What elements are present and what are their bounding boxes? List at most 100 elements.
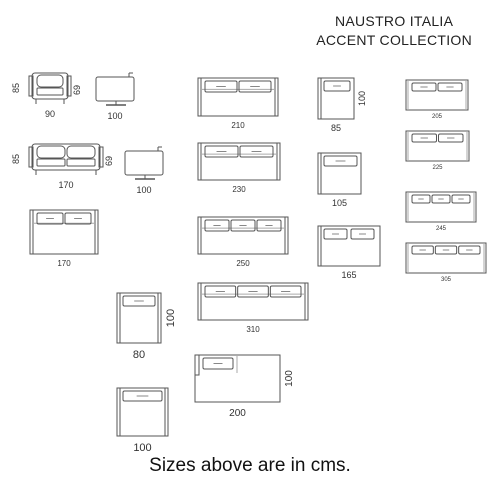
dim-height: 85 [11,154,21,164]
back-cushion [66,145,96,159]
module-top-205: 205 [405,79,469,120]
sofa-top-230: 230 [197,142,281,194]
right-arm [94,209,99,255]
cushion-outline [438,133,464,143]
module-frame [405,242,487,274]
cushion-outline [238,80,272,93]
left-arm [29,209,34,255]
dim-width: 100 [133,442,151,454]
right-arm [157,292,162,344]
brand-name: NAUSTRO ITALIA [334,13,454,29]
sofa-top-250: 250 [197,216,289,268]
cushion-outline [323,80,351,92]
module-frame [405,130,470,162]
cushion-outline [239,145,274,158]
right-arm [274,77,279,117]
right-arm [284,216,289,255]
cushion-outline [411,82,437,92]
sofa-top-170: 170 [29,209,99,268]
collection-name: ACCENT COLLECTION [316,32,472,48]
left-arm [197,282,202,321]
seat-cushion [66,158,96,167]
cushion-outline [122,295,156,307]
cushion-outline [431,194,451,204]
left-arm [317,77,322,120]
dim-width: 105 [332,198,347,208]
cushion-outline [350,228,375,240]
side-body [124,150,164,176]
module-top-225: 225 [405,130,470,171]
left-arm [28,146,34,168]
sofa-top-310: 310 [197,282,309,334]
top-frame [197,142,281,181]
cushion-outline [437,82,463,92]
dim-width: 230 [232,185,246,194]
left-arm [28,75,34,97]
top-frame [197,282,309,321]
cushion-outline [411,133,437,143]
cushion-outline [36,212,64,225]
chaise-arm [194,354,200,376]
corner-top-85: 85 100 [317,77,367,133]
dim-width: 305 [441,277,452,283]
armchair-top-80: 80 100 [116,292,177,361]
left-arm [116,292,121,344]
dim-width: 170 [58,180,73,190]
dim-width: 245 [436,226,447,232]
top-frame [197,77,279,117]
dim-width: 310 [246,325,260,334]
dim-depth: 100 [284,370,295,387]
right-arm [164,387,169,437]
sofa-top-210: 210 [197,77,279,130]
armchair-side: 100 [95,72,135,121]
dim-depth: 100 [165,309,177,327]
cushion-outline [204,285,237,298]
module-frame [405,79,469,111]
dim-width: 205 [432,114,443,120]
cushion-outline [237,285,269,298]
left-arm [197,216,202,255]
module-frame [405,191,477,223]
brand-header: NAUSTRO ITALIA ACCENT COLLECTION [316,12,472,50]
corner-frame [317,77,355,120]
left-arm [317,152,322,195]
dim-seat-height: 69 [104,156,114,166]
front-frame [31,143,101,171]
dim-width: 225 [432,165,443,171]
corner-top-105: 105 [317,152,362,208]
module-top-245: 245 [405,191,477,232]
cushion-outline [202,357,234,370]
right-arm [66,75,72,97]
cushion-outline [323,155,358,167]
corner-frame [317,225,381,267]
seat-cushion [36,158,66,167]
dim-seat-height: 69 [72,85,82,95]
cushion-outline [269,285,302,298]
cushion-outline [451,194,471,204]
right-arm [304,282,309,321]
top-frame [197,216,289,255]
dim-depth: 100 [107,111,122,121]
side-body [95,76,135,102]
dim-width: 80 [133,349,145,361]
cushion-outline [323,228,348,240]
dim-width: 85 [331,123,341,133]
cushion-outline [230,219,256,232]
back-cushion [36,145,66,159]
right-arm [98,146,104,168]
cushion-outline [458,245,481,255]
left-arm [197,77,202,117]
sofa-side: 100 [124,146,164,195]
cushion-outline [64,212,92,225]
right-arm [276,142,281,181]
dim-width: 210 [231,121,245,130]
left-arm [197,142,202,181]
dim-width: 90 [45,109,55,119]
chair-frame [116,387,169,437]
module-top-305: 305 [405,242,487,283]
dim-depth: 100 [357,91,367,106]
cushion-outline [411,245,434,255]
cushion-outline [122,390,163,402]
